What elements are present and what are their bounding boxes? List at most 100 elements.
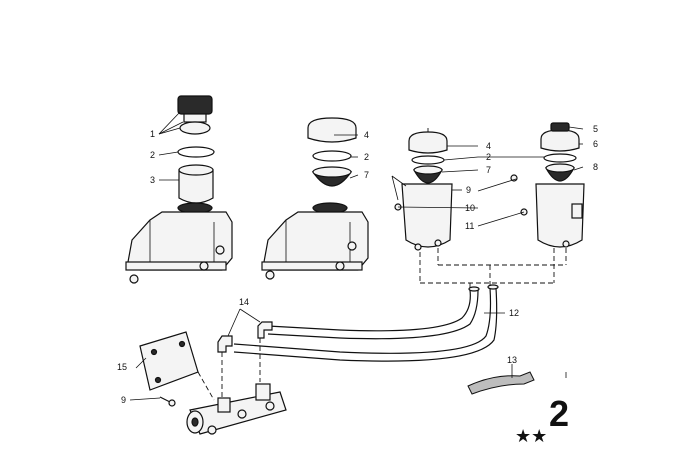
cap-c-right [540, 129, 580, 152]
leader-2a [158, 151, 179, 156]
cap-a [177, 95, 213, 115]
outlet-a [215, 245, 225, 255]
reservoir-body-c-left [401, 183, 453, 248]
leader-8 [573, 166, 584, 171]
callout-12: 12 [509, 308, 519, 318]
float-housing [571, 203, 583, 219]
outlet-c-left-2 [434, 239, 442, 247]
port-1 [217, 397, 231, 413]
leader-5 [568, 126, 584, 130]
strainer-rim-a [178, 164, 214, 176]
leader-9a [477, 178, 517, 192]
mounting-bracket [129, 331, 215, 407]
callout-2b: 2 [364, 152, 369, 162]
hose-assembly [233, 284, 505, 362]
leader-7b [441, 169, 479, 173]
strainer-rim-b [312, 166, 352, 178]
boss-3 [207, 425, 217, 435]
boss-1 [237, 409, 247, 419]
leader-15 [135, 357, 147, 369]
cap-b [307, 117, 357, 143]
boss-2 [265, 401, 275, 411]
bracket-hole-3 [154, 376, 162, 384]
foot-b1 [265, 270, 275, 280]
body-edge-a [149, 220, 215, 268]
callout-4a: 4 [364, 130, 369, 140]
bracket-hole-2 [178, 340, 186, 348]
hose-upper-outer [267, 289, 471, 332]
leader-10 [397, 206, 479, 209]
reservoir-body-a [127, 211, 233, 271]
screw-9-shank [159, 396, 171, 403]
hose-clip [467, 364, 535, 395]
foot-b2 [335, 261, 345, 271]
hose-lower-inner [233, 287, 498, 362]
screw-9-head [168, 399, 176, 407]
callout-15: 15 [117, 362, 127, 372]
outlet-b [347, 241, 357, 251]
guide-15 [197, 371, 215, 401]
outlet-c-left-1 [414, 243, 422, 251]
outlet-c-right [562, 240, 570, 248]
callout-3: 3 [150, 175, 155, 185]
callout-9b: 9 [121, 395, 126, 405]
reservoir-body-b [263, 211, 369, 271]
bracket-c-left [391, 175, 407, 201]
callout-2a: 2 [150, 150, 155, 160]
callout-9a: 9 [466, 185, 471, 195]
leader-11 [477, 211, 525, 227]
hose-end-2 [487, 284, 499, 290]
callout-14: 14 [239, 297, 249, 307]
gasket-a [177, 146, 215, 158]
gasket-c-right [543, 153, 577, 163]
foot-a1 [129, 274, 139, 284]
cylinder-bore [191, 417, 199, 427]
reservoir-assembly-a [125, 95, 233, 284]
hose-lower-outer [233, 287, 492, 354]
mount-plate-a [125, 261, 227, 271]
callout-5: 5 [593, 124, 598, 134]
hose-end-1 [468, 286, 480, 292]
port-2 [255, 383, 271, 401]
leader-9c [129, 397, 161, 401]
bracket-plate [139, 331, 199, 391]
master-cylinder [186, 383, 287, 435]
gasket-b [312, 150, 352, 162]
stars-mark: ★★ [515, 426, 547, 447]
callout-13: 13 [507, 355, 517, 365]
seal-ring-a [179, 121, 211, 135]
hose-connectors [217, 308, 273, 400]
warning-switch [550, 122, 570, 132]
callout-1: 1 [150, 129, 155, 139]
callout-11: 11 [465, 221, 474, 231]
twin-reservoir-assembly [391, 122, 585, 292]
bracket-hole-1 [150, 348, 158, 356]
clip-strap [467, 371, 535, 395]
callout-4b: 4 [486, 141, 491, 151]
mount-plate-b [261, 261, 363, 271]
leader-1b [158, 121, 184, 135]
leader-7a [349, 174, 359, 179]
connector-elbow-2 [217, 335, 233, 353]
leader-14b [239, 308, 261, 323]
strainer-rim-c-right [545, 163, 575, 173]
hose-upper-inner [267, 289, 479, 340]
cap-c-left [408, 131, 448, 154]
reservoir-assembly-b [261, 117, 369, 280]
leader-1c [158, 127, 181, 135]
corner-mark: 2 [549, 393, 569, 434]
callout-6: 6 [593, 139, 598, 149]
callout-2c: 2 [486, 152, 491, 162]
foot-a2 [199, 261, 209, 271]
callout-8: 8 [593, 162, 598, 172]
strainer-rim-c-left [413, 165, 443, 175]
callout-7a: 7 [364, 170, 369, 180]
reservoir-body-c-right [535, 183, 585, 248]
callout-10: 10 [465, 203, 475, 213]
gasket-c-left [411, 155, 445, 165]
leader-2c [443, 156, 479, 161]
leader-1a [158, 111, 181, 135]
cap-neck-a [183, 113, 207, 123]
connector-elbow-1 [257, 321, 273, 339]
